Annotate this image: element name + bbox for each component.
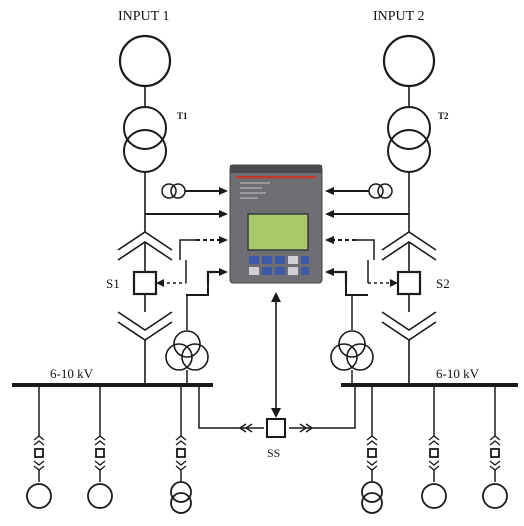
- left-step-line: [206, 270, 222, 283]
- feeder-disconnect-icon: [366, 465, 378, 471]
- feeder-disconnect-icon: [428, 435, 440, 441]
- s1-label: S1: [106, 276, 120, 291]
- left-bus-label: 6-10 kV: [50, 366, 94, 381]
- s1-trip-arrowhead: [156, 279, 164, 287]
- ss-left-disconnect: [238, 423, 253, 433]
- feeder-disconnect-icon: [428, 465, 440, 471]
- left-signal-arrowhead: [219, 210, 228, 218]
- left-step-arrowhead: [219, 268, 228, 276]
- feeder-disconnect-icon: [489, 435, 501, 441]
- motor-load-icon: [87, 483, 113, 509]
- feeder-disconnect-icon: [94, 460, 106, 466]
- left-step-line-2: [186, 283, 209, 296]
- feeder-disconnect-icon: [366, 460, 378, 466]
- right-lower-chevron-1: [381, 311, 437, 331]
- relay-ss-arrow-up: [271, 292, 281, 302]
- motor-load-icon: [26, 483, 52, 509]
- left-ct-icon: [161, 183, 186, 199]
- feeder-disconnect-icon: [175, 465, 187, 471]
- feeder-2: [87, 385, 113, 509]
- t1-label: T1: [177, 111, 188, 121]
- feeder-disconnect-icon: [94, 440, 106, 446]
- bus-tie-right: [289, 385, 356, 429]
- outgoing-feeders: [26, 385, 508, 514]
- feeder-3: [170, 385, 192, 514]
- feeder-disconnect-icon: [366, 435, 378, 441]
- feeder-breaker-icon: [176, 448, 186, 458]
- feeder-breaker-icon: [367, 448, 377, 458]
- feeder-5: [421, 385, 447, 509]
- motor-load-icon: [421, 483, 447, 509]
- feeder-disconnect-icon: [489, 465, 501, 471]
- feeder-breaker-icon: [429, 448, 439, 458]
- left-lower-chevron-2: [117, 321, 173, 341]
- s2-breaker-icon: [396, 270, 422, 296]
- right-vt-icon: [330, 330, 374, 371]
- right-ct-icon: [368, 183, 393, 199]
- input2-label: INPUT 2: [373, 9, 424, 24]
- s2-trip-arrowhead: [390, 279, 398, 287]
- feeder-disconnect-icon: [489, 460, 501, 466]
- left-upper-chevron-1: [117, 231, 173, 251]
- feeder-6: [482, 385, 508, 509]
- transformer-load-icon: [170, 492, 192, 514]
- feeder-breaker-icon: [34, 448, 44, 458]
- feeder-disconnect-icon: [33, 460, 45, 466]
- ss-right-disconnect: [299, 423, 314, 433]
- feeder-disconnect-icon: [175, 435, 187, 441]
- feeder-disconnect-icon: [366, 440, 378, 446]
- right-step-line-2: [345, 283, 368, 296]
- transformer-load-icon: [170, 481, 192, 503]
- left-lower-chevron-1: [117, 311, 173, 331]
- s1-breaker-icon: [132, 270, 158, 296]
- left-dashed-line: [179, 239, 198, 260]
- relay-ss-arrow-down: [271, 408, 281, 418]
- feeder-disconnect-icon: [94, 465, 106, 471]
- right-lower-chevron-2: [381, 321, 437, 341]
- right-signal-arrowhead: [325, 210, 334, 218]
- input2-source-icon: [382, 34, 436, 88]
- feeder-disconnect-icon: [94, 435, 106, 441]
- bus-tie-left: [198, 385, 264, 429]
- right-bus-label: 6-10 kV: [436, 366, 480, 381]
- protection-relay-device: [229, 164, 323, 284]
- ss-breaker-icon: [266, 418, 286, 438]
- right-step-arrowhead: [325, 268, 334, 276]
- right-step-line: [331, 270, 348, 283]
- relay-stripe: [236, 176, 316, 179]
- feeder-breaker-icon: [490, 448, 500, 458]
- left-ct-arrowhead: [219, 187, 228, 195]
- left-dashed-arrowhead: [219, 236, 228, 244]
- feeder-1: [26, 385, 52, 509]
- feeder-disconnect-icon: [489, 440, 501, 446]
- feeder-disconnect-icon: [175, 440, 187, 446]
- relay-keypad: [249, 256, 309, 275]
- feeder-disconnect-icon: [175, 460, 187, 466]
- relay-lcd-screen: [247, 213, 309, 251]
- feeder-disconnect-icon: [33, 465, 45, 471]
- t2-transformer-icon: [387, 106, 431, 173]
- feeder-disconnect-icon: [428, 460, 440, 466]
- transformer-load-icon: [361, 492, 383, 514]
- transformer-load-icon: [361, 481, 383, 503]
- feeder-disconnect-icon: [33, 440, 45, 446]
- t1-transformer-icon: [123, 106, 167, 173]
- feeder-4: [361, 385, 383, 514]
- input1-source-icon: [118, 34, 172, 88]
- right-dashed-arrowhead: [325, 236, 334, 244]
- left-vt-icon: [165, 330, 209, 371]
- feeder-breaker-icon: [95, 448, 105, 458]
- ss-label: SS: [267, 446, 280, 460]
- input1-label: INPUT 1: [118, 9, 169, 24]
- right-upper-chevron-1: [381, 231, 437, 251]
- feeder-disconnect-icon: [33, 435, 45, 441]
- t2-label: T2: [438, 111, 449, 121]
- right-ct-arrowhead: [325, 187, 334, 195]
- motor-load-icon: [482, 483, 508, 509]
- feeder-disconnect-icon: [428, 440, 440, 446]
- right-dashed-line: [356, 239, 375, 260]
- s2-label: S2: [436, 276, 450, 291]
